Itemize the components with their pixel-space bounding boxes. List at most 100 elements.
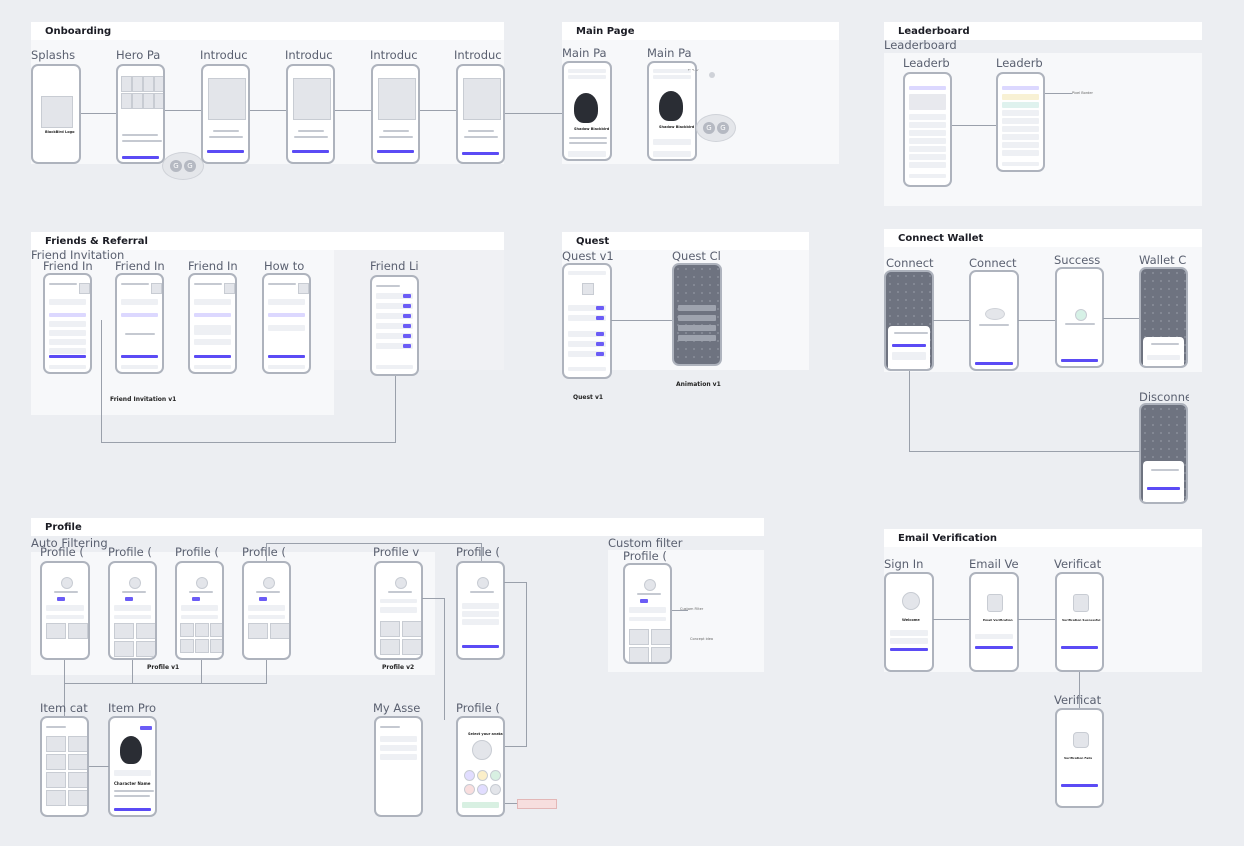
frame-label-pcf[interactable]: Profile ( (623, 549, 667, 563)
tag-button[interactable] (140, 726, 152, 730)
frame-label-main-2[interactable]: Main Pa (647, 46, 692, 60)
frame-verification-fails[interactable]: Verification Fails (1055, 708, 1104, 808)
frame-label-splash[interactable]: Splashs (31, 48, 76, 62)
item-card[interactable] (46, 772, 66, 788)
item-card[interactable] (68, 754, 87, 770)
qr-code-icon[interactable] (79, 283, 90, 294)
done-button[interactable] (1061, 359, 1098, 362)
bottom-nav[interactable] (49, 365, 86, 369)
frame-label-p3[interactable]: Profile ( (175, 545, 219, 559)
item-card[interactable] (180, 639, 194, 653)
frame-label-item-profile[interactable]: Item Pro (108, 701, 157, 715)
input-row[interactable] (462, 619, 499, 625)
frame-profile-6[interactable] (456, 561, 505, 660)
item-card[interactable] (114, 623, 134, 639)
bottom-nav[interactable] (194, 365, 231, 369)
frame-intro-2[interactable] (286, 64, 335, 164)
next-button[interactable] (377, 150, 414, 153)
connect-wallet-section-header[interactable]: Connect Wallet (884, 229, 1202, 247)
continue-button[interactable] (975, 362, 1013, 365)
frame-disconnect[interactable] (1139, 403, 1188, 504)
item-card[interactable] (248, 623, 268, 639)
item-card[interactable] (46, 754, 66, 770)
onboarding-section-header[interactable]: Onboarding (31, 22, 504, 40)
bottom-nav[interactable] (909, 174, 946, 178)
tabs[interactable] (1002, 86, 1039, 90)
item-card[interactable] (68, 736, 87, 752)
frame-intro-4[interactable] (456, 64, 505, 164)
next-button[interactable] (207, 150, 244, 153)
item-card[interactable] (195, 623, 209, 637)
frame-sign-in[interactable]: Welcome (884, 572, 934, 672)
item-card[interactable] (402, 639, 421, 655)
password-field[interactable] (890, 638, 928, 644)
email-verification-section-header[interactable]: Email Verification (884, 529, 1202, 547)
frame-label-cw-1[interactable]: Connect (886, 256, 934, 270)
frame-main-1[interactable]: Shadow Blackbird (562, 61, 612, 161)
input-row[interactable] (462, 603, 499, 609)
frame-label-p7[interactable]: Profile ( (456, 701, 500, 715)
item-card[interactable] (380, 639, 400, 655)
frame-label-main-1[interactable]: Main Pa (562, 46, 607, 60)
frame-label-sign-in[interactable]: Sign In (884, 557, 924, 571)
item-card[interactable] (136, 641, 155, 657)
frame-verification-success[interactable]: Verification Successful (1055, 572, 1104, 672)
tabs[interactable] (909, 86, 946, 90)
auto-filtering-sublabel[interactable]: Auto Filtering (31, 536, 108, 550)
frame-item-profile[interactable]: Character Name (108, 716, 157, 817)
frame-profile-2[interactable] (108, 561, 157, 660)
frame-leaderboard-2[interactable] (996, 72, 1045, 172)
frame-email-verification[interactable]: Email Verification (969, 572, 1019, 672)
email-field[interactable] (890, 630, 928, 636)
frame-friend-invitation-1[interactable] (43, 273, 92, 374)
item-card[interactable] (380, 621, 400, 637)
frame-label-success[interactable]: Success (1054, 253, 1101, 267)
frame-label-fi-2[interactable]: Friend In (115, 259, 165, 273)
filter-tabs[interactable] (629, 617, 666, 621)
frame-label-verif-2[interactable]: Verificat (1054, 693, 1102, 707)
use-button[interactable] (114, 808, 151, 811)
frame-my-asset[interactable] (374, 716, 423, 817)
frame-item-category[interactable] (40, 716, 89, 817)
item-card[interactable] (210, 639, 222, 653)
asset-row[interactable] (380, 736, 417, 742)
avatar-option[interactable] (477, 770, 488, 781)
wallet-options[interactable] (892, 352, 926, 360)
frame-profile-4[interactable] (242, 561, 291, 660)
frame-label-email-ver[interactable]: Email Ve (969, 557, 1019, 571)
frame-label-intro-1[interactable]: Introduc (200, 48, 248, 62)
sign-in-button[interactable] (890, 648, 928, 651)
item-card[interactable] (651, 647, 670, 662)
frame-label-intro-4[interactable]: Introduc (454, 48, 502, 62)
frame-intro-1[interactable] (201, 64, 250, 164)
frame-label-pv[interactable]: Profile v (373, 545, 419, 559)
invite-button[interactable] (49, 355, 86, 358)
frame-connect-wallet-2[interactable] (969, 270, 1019, 371)
verify-button[interactable] (975, 646, 1013, 649)
continue-button[interactable] (1061, 646, 1098, 649)
avatar-option[interactable] (490, 770, 501, 781)
disconnect-button[interactable] (1147, 487, 1180, 490)
frame-friend-invitation-2[interactable] (115, 273, 164, 374)
invite-link-input[interactable] (268, 299, 305, 305)
invite-button[interactable] (194, 355, 231, 358)
frame-label-p6[interactable]: Profile ( (456, 545, 500, 559)
retry-button[interactable] (1061, 784, 1098, 787)
frame-label-cw-2[interactable]: Connect (969, 256, 1017, 270)
invite-link-input[interactable] (49, 299, 86, 305)
item-card[interactable] (651, 629, 670, 645)
get-started-button[interactable] (462, 152, 499, 155)
frame-wallet-connected[interactable] (1139, 267, 1188, 368)
frame-splash[interactable]: BlockBird Logo (31, 64, 81, 164)
asset-row[interactable] (380, 745, 417, 751)
frame-profile-avatar-select[interactable]: Select your avatar (456, 716, 505, 817)
frame-label-lb-2[interactable]: Leaderb (996, 56, 1043, 70)
frame-quest-v1[interactable] (562, 263, 612, 379)
item-card[interactable] (136, 623, 155, 639)
frame-leaderboard-1[interactable] (903, 72, 952, 187)
bottom-nav[interactable] (568, 367, 606, 371)
frame-profile-1[interactable] (40, 561, 90, 660)
invite-button[interactable] (121, 355, 158, 358)
frame-intro-3[interactable] (371, 64, 420, 164)
quest-section-header[interactable]: Quest (562, 232, 809, 250)
